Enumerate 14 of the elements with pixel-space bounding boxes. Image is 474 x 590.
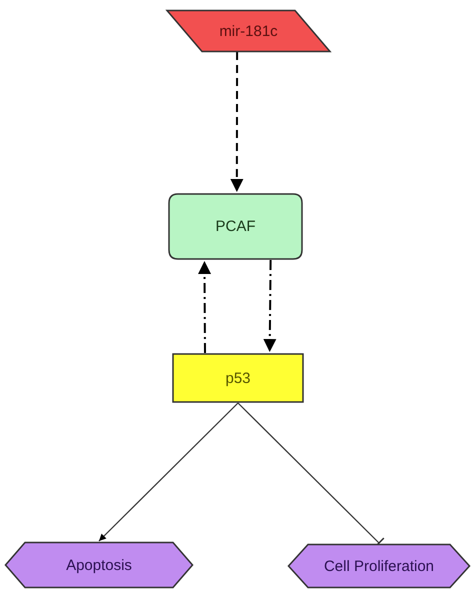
arrow xyxy=(230,52,244,192)
parallelogram-node xyxy=(167,10,330,52)
node-label: PCAF xyxy=(215,218,256,235)
hexagon-node xyxy=(288,544,470,588)
node-label: Apoptosis xyxy=(66,556,132,574)
arrow xyxy=(98,402,238,542)
rounded-process-box xyxy=(168,193,303,260)
node-label: p53 xyxy=(225,370,251,386)
arrow xyxy=(198,261,212,353)
hexagon-node xyxy=(5,542,193,588)
node-label: Cell Proliferation xyxy=(324,558,434,574)
process-box xyxy=(172,353,304,403)
arrow xyxy=(263,260,276,352)
node-label: mir-181c xyxy=(219,22,278,40)
